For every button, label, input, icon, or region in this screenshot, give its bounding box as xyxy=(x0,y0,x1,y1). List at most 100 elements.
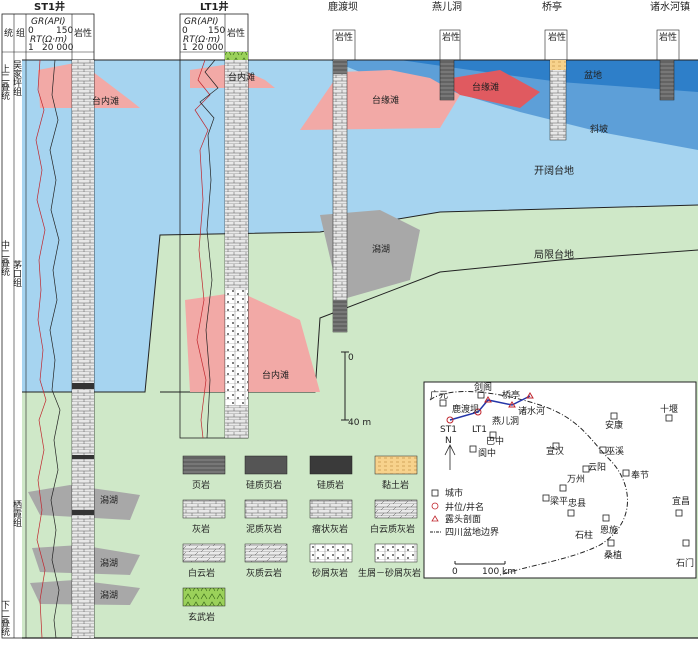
legend-swatch-dolomite xyxy=(182,543,226,563)
st1-gr-label: GR(API) xyxy=(31,17,66,27)
legend-label-siliceous-shale: 硅质页岩 xyxy=(246,479,282,491)
strat-lower-permian: 下二叠统 xyxy=(0,600,10,637)
map-st1: ST1 xyxy=(440,425,457,435)
facies-label-tainei-tan-st1: 台内滩 xyxy=(92,95,119,107)
map-enshi: 恩施 xyxy=(600,524,618,536)
legend-swatch-dolomitic-limestone xyxy=(374,499,418,519)
st1-well xyxy=(1,13,95,639)
map-shiyan: 十堰 xyxy=(660,403,678,415)
legend-swatch-nodular-limestone xyxy=(309,499,353,519)
ludukan-lith-header: 岩性 xyxy=(335,31,353,43)
header-system: 统 xyxy=(4,27,13,39)
facies-bodies xyxy=(28,62,540,605)
legend-swatch-bioclastic-sand xyxy=(374,543,418,563)
map-yunyang: 云阳 xyxy=(588,462,606,473)
map-fengjie: 奉节 xyxy=(631,469,649,481)
strat-wujiaping: 吴家坪组 xyxy=(11,60,22,96)
legend-swatch-limestone xyxy=(182,499,226,519)
shoal-body-lt1-lower xyxy=(185,292,320,392)
yanerdong-column xyxy=(439,59,455,101)
map-xuanhan: 宣汉 xyxy=(546,445,564,457)
facies-label-penghu-2: 潟湖 xyxy=(100,557,118,569)
figure-labels: ST1井 LT1井 鹿渡坝 燕儿洞 桥亭 诸水河镇 统 组 GR(API) 0 … xyxy=(0,0,690,637)
outcrop-columns xyxy=(332,29,680,333)
lt1-rt-max: 20 000 xyxy=(192,43,224,53)
st1-gr-max: 150 xyxy=(56,26,73,36)
map-wuxi: 巫溪 xyxy=(606,445,624,457)
label-qiaoting: 桥亭 xyxy=(542,0,562,13)
map-ankang: 安康 xyxy=(605,419,623,431)
lt1-lith-header: 岩性 xyxy=(227,27,245,39)
shoal-body-yanerdong xyxy=(440,70,540,108)
strat-qixia: 栖霞组 xyxy=(11,499,22,527)
lt1-gr-min: 0 xyxy=(182,26,188,36)
legend-label-siliceous-rock: 硅质岩 xyxy=(317,479,344,491)
map-bazhong: 巴中 xyxy=(486,435,504,447)
strat-maokou: 茅口组 xyxy=(11,260,22,287)
map-north: N xyxy=(445,436,452,446)
legend-swatch-clay-rock xyxy=(374,455,418,475)
map-qiaoting: 桥亭 xyxy=(502,389,520,401)
map-guangyuan: 广元 xyxy=(430,389,448,401)
lt1-gr-label: GR(API) xyxy=(184,17,219,27)
lt1-basalt-cap xyxy=(225,52,248,60)
facies-label-kaikuo: 开阔台地 xyxy=(534,164,574,177)
st1-rt-max: 20 000 xyxy=(42,43,74,53)
map-sangzhi: 桑植 xyxy=(604,549,622,561)
legend-label-dolomitic-limestone: 白云质灰岩 xyxy=(370,523,415,535)
location-map: 广元 剑阁 鹿渡坝 桥亭 诸水河 燕儿洞 ST1 LT1 巴中 阆中 安康 十堰… xyxy=(423,381,697,579)
map-zhongxian: 忠县 xyxy=(568,498,586,509)
legend-label-lime-dolomite: 灰质云岩 xyxy=(246,567,282,579)
facies-label-penghu-1: 潟湖 xyxy=(100,494,118,506)
strat-middle-permian: 中二叠统 xyxy=(0,239,10,277)
map-shimen: 石门 xyxy=(676,557,694,569)
legend-label-nodular-limestone: 瘤状灰岩 xyxy=(312,523,348,535)
lt1-gr-max: 150 xyxy=(208,26,225,36)
scale-zero: 0 xyxy=(348,353,354,363)
label-lt1: LT1井 xyxy=(200,0,229,13)
scale-forty: 40 m xyxy=(348,418,371,428)
legend-swatch-shale xyxy=(182,455,226,475)
legend-swatch-bioclastic xyxy=(309,543,353,563)
legend-label-dolomite: 白云岩 xyxy=(188,567,215,579)
map-ludukan: 鹿渡坝 xyxy=(452,403,479,415)
legend-label-basalt: 玄武岩 xyxy=(188,611,215,623)
map-legend-city: 城市 xyxy=(445,487,463,499)
facies-label-juxian: 局限台地 xyxy=(534,248,574,261)
basin-boundary xyxy=(429,391,628,576)
map-lt1: LT1 xyxy=(472,425,487,435)
st1-rt-label: RT(Ω·m) xyxy=(30,35,67,45)
st1-rt-curve xyxy=(49,59,61,639)
map-wanzhou: 万州 xyxy=(567,474,585,485)
legend-label-clay-rock: 黏土岩 xyxy=(382,479,409,491)
qiaoting-column xyxy=(549,59,567,141)
strat-upper-permian: 上二叠统 xyxy=(0,64,10,101)
map-yichang: 宜昌 xyxy=(672,495,690,507)
facies-label-tainei-tan-lt1: 台内滩 xyxy=(228,71,255,83)
map-zhushuihe: 诸水河 xyxy=(518,405,545,417)
facies-label-penzhi: 盆地 xyxy=(584,69,602,81)
yanerdong-lith-header: 岩性 xyxy=(442,31,460,43)
ludukan-column xyxy=(332,59,348,333)
st1-gr-curve xyxy=(35,59,47,639)
label-yanerdong: 燕儿洞 xyxy=(432,1,462,13)
map-legend-section: 露头剖面 xyxy=(445,513,481,525)
header-group: 组 xyxy=(16,27,25,39)
facies-label-tainei-tan-lower: 台内滩 xyxy=(262,369,289,381)
facies-label-taiyuan-tan-2: 台缘滩 xyxy=(472,81,499,93)
legend-swatch-basalt xyxy=(182,587,226,607)
map-scale-100: 100 km xyxy=(482,567,516,577)
legend-label-shale: 页岩 xyxy=(192,479,210,491)
lt1-rt-label: RT(Ω·m) xyxy=(183,35,220,45)
lithology-legend: 页岩 硅质页岩 硅质岩 黏土岩 灰岩 泥质灰岩 瘤状灰岩 白云质灰岩 白云岩 灰… xyxy=(182,455,421,623)
lt1-gr-curve xyxy=(194,59,211,439)
label-zhushuihe: 诸水河镇 xyxy=(650,0,690,13)
zhushuihe-lith-header: 岩性 xyxy=(659,31,677,43)
basin-zone xyxy=(400,60,698,92)
map-shizhu: 石柱 xyxy=(575,529,593,541)
legend-swatch-lime-dolomite xyxy=(244,543,288,563)
facies-label-taiyuan-tan: 台缘滩 xyxy=(372,94,399,106)
legend-label-bioclastic-sand: 生屑－砂屑灰岩 xyxy=(358,567,421,579)
